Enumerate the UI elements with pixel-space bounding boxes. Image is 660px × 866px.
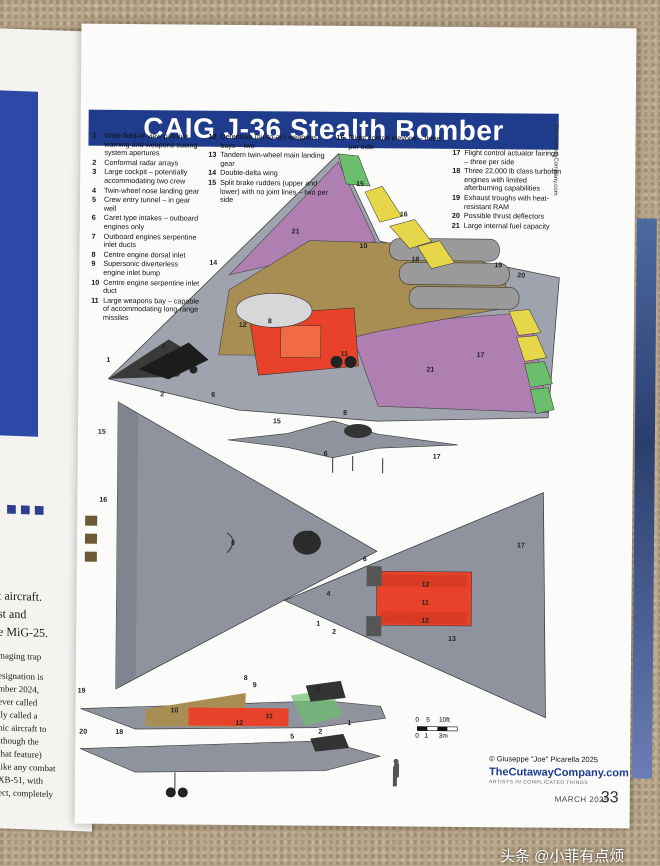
svg-text:4: 4 (327, 591, 331, 598)
svg-text:6: 6 (363, 556, 367, 563)
svg-text:2: 2 (318, 729, 322, 736)
left-page-line: mber 2024, (0, 683, 39, 694)
svg-text:15: 15 (98, 429, 106, 436)
left-page-line: nic aircraft to (0, 722, 46, 734)
svg-text:1: 1 (316, 621, 320, 628)
svg-text:15: 15 (273, 418, 281, 425)
svg-text:3: 3 (309, 531, 313, 538)
svg-text:8: 8 (268, 318, 272, 325)
left-page-line: like any combat (0, 761, 55, 773)
artist-credit: © Giuseppe "Joe" Picarella 2025 (489, 754, 598, 764)
svg-text:17: 17 (477, 352, 485, 359)
svg-text:12: 12 (422, 582, 430, 589)
svg-text:17: 17 (517, 542, 525, 549)
left-page-line: tly called a (0, 709, 37, 720)
svg-text:14: 14 (209, 260, 217, 267)
scale-figure (393, 759, 399, 778)
svg-text:8: 8 (343, 410, 347, 417)
left-page-line: XB-51, with (0, 774, 43, 786)
page-number: 33 (601, 789, 619, 807)
left-page-line: ect, completely (0, 787, 53, 799)
svg-text:19: 19 (494, 262, 502, 269)
blue-color-block (0, 90, 38, 436)
svg-text:10: 10 (170, 707, 178, 714)
svg-text:9: 9 (253, 682, 257, 689)
svg-text:12: 12 (235, 720, 243, 727)
section-dots: ■■■ (6, 499, 48, 521)
watermark: 头条 @小菲有点烦 (500, 845, 624, 866)
left-page-line: t aircraft. (0, 588, 42, 605)
svg-text:16: 16 (400, 211, 408, 218)
svg-text:8: 8 (231, 540, 235, 547)
svg-text:13: 13 (448, 636, 456, 643)
left-page-line: lthough the (0, 735, 39, 746)
svg-text:15: 15 (356, 181, 364, 188)
svg-text:11: 11 (265, 713, 273, 720)
scale-ft-labels: 0 5 10ft (415, 717, 475, 725)
svg-text:12: 12 (421, 618, 429, 625)
cutaway-page: CAIG J-36 Stealth Bomber TheCutawayCompa… (75, 24, 637, 829)
svg-text:20: 20 (517, 272, 525, 279)
tagline: ARTISTS IN COMPLICATED THINGS (489, 779, 588, 786)
svg-text:5: 5 (290, 733, 294, 740)
svg-text:20: 20 (79, 729, 87, 736)
svg-text:3: 3 (316, 686, 320, 693)
svg-text:6: 6 (211, 392, 215, 399)
svg-text:10: 10 (360, 243, 368, 250)
left-page-line: st and (0, 606, 26, 622)
svg-text:19: 19 (78, 688, 86, 695)
svg-text:2: 2 (160, 391, 164, 398)
svg-text:21: 21 (292, 228, 300, 235)
svg-text:1: 1 (347, 720, 351, 727)
scale-bar (417, 727, 457, 731)
left-page-line: ever called (0, 696, 37, 707)
svg-text:8: 8 (244, 675, 248, 682)
svg-text:21: 21 (426, 367, 434, 374)
svg-text:17: 17 (433, 454, 441, 461)
svg-text:11: 11 (341, 351, 349, 358)
side-view-cutaway (80, 679, 385, 732)
left-page-line: that feature) (0, 748, 42, 760)
left-page-line: e MiG-25. (0, 624, 48, 641)
svg-text:12: 12 (239, 322, 247, 329)
scale-m-labels: 0 1 3m (415, 733, 475, 741)
svg-text:3: 3 (162, 343, 166, 350)
left-page-line: esignation is (0, 670, 43, 682)
svg-text:2: 2 (332, 629, 336, 636)
svg-text:1: 1 (107, 357, 111, 364)
left-page-line: maging trap (0, 650, 41, 662)
website-link[interactable]: TheCutawayCompany.com (489, 766, 629, 779)
svg-text:6: 6 (324, 451, 328, 458)
svg-text:18: 18 (115, 729, 123, 736)
svg-text:18: 18 (411, 256, 419, 263)
svg-text:16: 16 (99, 497, 107, 504)
front-view (228, 420, 458, 474)
side-view-exterior (80, 732, 398, 800)
svg-text:11: 11 (421, 600, 429, 607)
